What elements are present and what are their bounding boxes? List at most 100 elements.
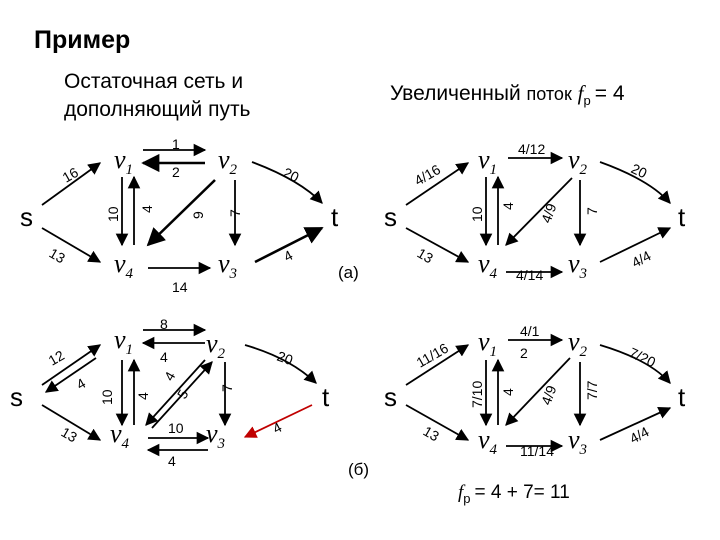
label-v1-s: 4 xyxy=(74,375,89,393)
caption-augmented: Увеличенный поток fp= 4 xyxy=(390,81,625,108)
label-v2-t: 7/20 xyxy=(627,344,659,370)
diagram-b-right: s t v1 v2 v3 v4 11/16 13 4/1 2 7/10 4 4/… xyxy=(384,323,686,459)
diagram-b-left: s t v1 v2 v3 v4 12 4 13 8 4 10 4 4 5 7 2… xyxy=(10,316,330,469)
diagram-a-left: s t v1 v2 v3 v4 16 13 1 2 10 4 9 7 20 4 … xyxy=(20,136,339,295)
edge-s-v1 xyxy=(41,344,102,386)
node-v2: v2 xyxy=(206,329,226,362)
label-v1-v2-top: 4/1 xyxy=(520,323,540,339)
edge-v3-t xyxy=(599,406,672,441)
label-v2-v4: 9 xyxy=(190,211,206,219)
label-s-v4: 13 xyxy=(421,423,443,445)
node-v2: v2 xyxy=(568,145,588,178)
part-label-a: (а) xyxy=(338,263,359,282)
label-v2-v3: 7 xyxy=(584,207,600,215)
node-v4: v4 xyxy=(114,249,134,282)
label-v2-t: 20 xyxy=(275,348,295,368)
edge-s-v4 xyxy=(405,404,470,441)
node-v1: v1 xyxy=(114,325,133,358)
label-v2-v3: 7 xyxy=(227,209,243,217)
label-v2-v4: 4/9 xyxy=(538,201,560,225)
node-s: s xyxy=(20,202,33,232)
part-label-b: (б) xyxy=(348,460,369,479)
label-v2-v3: 7/7 xyxy=(584,380,600,400)
edge-s-v4 xyxy=(405,227,470,263)
label-v1-v2-bottom: 4 xyxy=(160,349,168,365)
node-v1: v1 xyxy=(478,327,497,360)
label-v1-v4-right: 4 xyxy=(139,205,155,213)
edge-v2-v4 xyxy=(505,177,573,246)
node-v1: v1 xyxy=(478,145,497,178)
label-v1-v2-bottom: 2 xyxy=(520,345,528,361)
label-v4-v3: 4/14 xyxy=(516,267,543,283)
edge-s-v1 xyxy=(405,162,470,206)
node-t: t xyxy=(678,202,686,232)
node-s: s xyxy=(384,202,397,232)
label-v2-v4-a: 4 xyxy=(161,369,179,384)
node-v3: v3 xyxy=(568,425,587,458)
edge-s-v4 xyxy=(41,404,102,441)
label-v2-v4-b: 5 xyxy=(174,387,192,402)
node-t: t xyxy=(331,202,339,232)
edge-v2-t xyxy=(251,161,323,204)
label-v2-t: 20 xyxy=(629,160,650,181)
label-v4-v3: 14 xyxy=(172,279,188,295)
label-v1-v4-left: 10 xyxy=(469,206,485,222)
edge-v2-t xyxy=(244,344,317,384)
flow-result: fp= 4 + 7= 11 xyxy=(458,482,570,506)
edge-t-v3 xyxy=(243,404,313,438)
node-t: t xyxy=(322,382,330,412)
diagram-a-right: s t v1 v2 v3 v4 4/16 13 4/12 10 4 4/9 7 … xyxy=(384,141,686,283)
node-v3: v3 xyxy=(218,249,237,282)
node-v4: v4 xyxy=(478,249,498,282)
label-t-v3: 4 xyxy=(270,419,285,437)
node-v2: v2 xyxy=(568,327,588,360)
label-v3-t: 4/4 xyxy=(629,247,654,270)
label-v1-v2-top: 1 xyxy=(172,136,180,152)
label-s-v4: 13 xyxy=(59,424,81,446)
node-t: t xyxy=(678,382,686,412)
edge-v2-t xyxy=(599,344,671,384)
label-s-v1: 12 xyxy=(46,347,68,369)
label-v1-v4-left: 7/10 xyxy=(469,381,485,408)
label-v1-v4-right: 4 xyxy=(500,388,516,396)
node-v4: v4 xyxy=(110,419,130,452)
edge-v3-t xyxy=(599,227,672,263)
edge-v2-v4 xyxy=(505,357,571,426)
edge-v2-v4 xyxy=(146,179,216,247)
label-v4-v3-bottom: 4 xyxy=(168,453,176,469)
label-v4-v3: 11/14 xyxy=(520,443,554,459)
label-v3-t: 4 xyxy=(281,247,296,265)
edge-s-v1 xyxy=(405,344,470,386)
label-s-v4: 13 xyxy=(47,245,69,267)
node-v4: v4 xyxy=(478,425,498,458)
label-s-v1: 16 xyxy=(60,164,82,186)
label-v1-v4-left: 10 xyxy=(105,206,121,222)
edge-v2-t xyxy=(599,161,671,204)
edge-s-v4 xyxy=(41,227,102,263)
label-v2-v4: 4/9 xyxy=(538,383,560,407)
edge-s-v1 xyxy=(41,162,102,206)
node-v1: v1 xyxy=(114,145,133,178)
label-v1-v4-left: 10 xyxy=(99,389,115,405)
label-v1-v2-top: 8 xyxy=(160,316,168,332)
slide-title: Пример xyxy=(34,26,130,54)
caption-residual-line1: Остаточная сеть и xyxy=(64,70,243,93)
node-s: s xyxy=(10,382,23,412)
label-v2-v3: 7 xyxy=(219,384,235,392)
node-v2: v2 xyxy=(218,145,238,178)
caption-residual-line2: дополняющий путь xyxy=(64,98,251,121)
label-v1-v2: 4/12 xyxy=(518,141,545,157)
edge-v2-v4 xyxy=(145,359,206,426)
label-v1-v4-right: 4 xyxy=(500,202,516,210)
label-v2-t: 20 xyxy=(281,164,302,185)
edge-v4-v2 xyxy=(151,361,213,429)
label-v1-v4-right: 4 xyxy=(135,392,151,400)
node-s: s xyxy=(384,382,397,412)
node-v3: v3 xyxy=(206,419,225,452)
label-s-v1: 11/16 xyxy=(414,340,452,371)
label-v1-v2-bottom: 2 xyxy=(172,164,180,180)
edge-v1-s xyxy=(44,357,97,393)
label-v4-v3-top: 10 xyxy=(168,420,184,436)
